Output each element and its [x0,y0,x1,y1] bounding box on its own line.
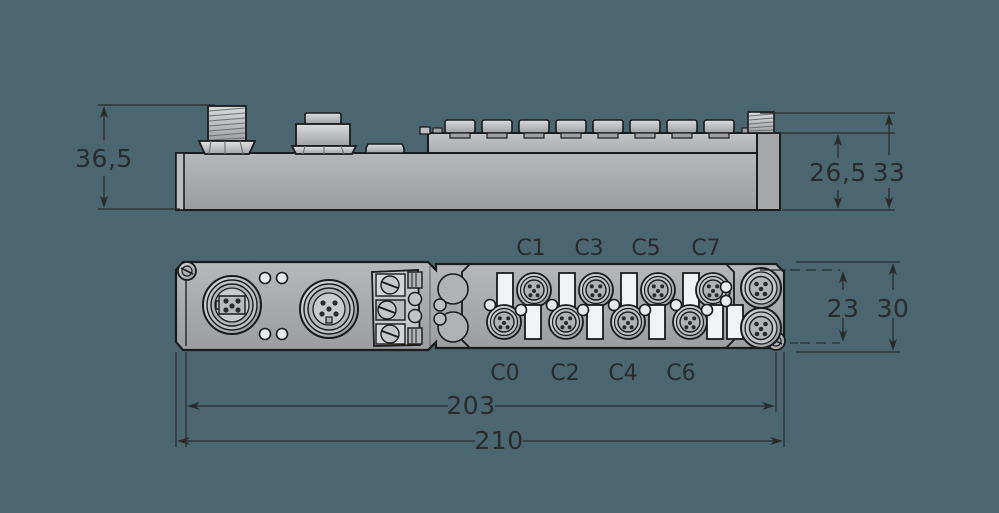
dim-label-26-5: 26,5 [809,158,867,187]
port-label-c1: C1 [516,236,545,261]
status-led-1 [258,271,272,285]
port-label-c4: C4 [608,361,637,386]
status-led-3 [258,327,272,341]
side-view [175,105,781,211]
led-window-c0 [524,304,542,340]
io-led-c [545,298,559,312]
m12-bus-connector [299,279,359,339]
side-bus-connector [290,112,358,155]
m8-port-c1 [516,272,552,308]
side-view-right-end [756,132,781,211]
io-led-h [700,303,714,317]
side-m8-end-connector [747,111,775,134]
dim-label-23: 23 [827,294,860,323]
led-window-extra [726,304,744,340]
led-window-c5 [620,272,638,308]
bottom-view [174,260,786,352]
io-led-b [514,303,528,317]
mounting-screw-top-left [177,261,197,281]
port-label-row-top: C1 C3 C5 C7 [516,236,720,261]
port-label-c0: C0 [490,361,519,386]
led-window-c3 [558,272,576,308]
port-label-c6: C6 [666,361,695,386]
dim-label-203: 203 [446,391,495,420]
led-window-c2 [586,304,604,340]
io-led-f [638,303,652,317]
port-label-c3: C3 [574,236,603,261]
side-m8-port-bumps [432,119,752,139]
port-label-c5: C5 [631,236,660,261]
m8-port-c3 [578,272,614,308]
terminal-block [371,269,423,347]
middle-cutouts [433,273,469,343]
side-small-bump [365,143,405,154]
status-led-4 [275,327,289,341]
m8-port-c5 [640,272,676,308]
side-view-right-dimensions [760,112,895,211]
led-window-c1 [496,272,514,308]
bottom-length-dimensions [175,352,785,447]
port-label-row-bottom: C0 C2 C4 C6 [490,361,695,386]
dim-label-36-5: 36,5 [75,144,133,173]
dim-label-210: 210 [474,426,523,455]
side-view-dimensions [98,104,215,210]
port-label-c2: C2 [550,361,579,386]
io-port-array [483,272,744,340]
io-led-g [669,298,683,312]
dim-label-33: 33 [873,158,906,187]
side-m12-connector-left [197,105,257,155]
dim-label-30: 30 [877,294,910,323]
side-view-left-edge [175,152,185,211]
port-label-c7: C7 [691,236,720,261]
side-left-notch [419,126,431,135]
side-view-housing [175,152,781,211]
status-led-2 [275,271,289,285]
io-led-e [607,298,621,312]
side-view-raised-section [427,132,758,154]
bottom-view-right-dimensions [760,261,900,353]
m12-power-connector [202,275,262,335]
io-led-i [719,280,733,294]
end-connectors [740,267,782,349]
io-led-a [483,298,497,312]
led-window-c4 [648,304,666,340]
io-led-j [719,294,733,308]
io-led-d [576,303,590,317]
